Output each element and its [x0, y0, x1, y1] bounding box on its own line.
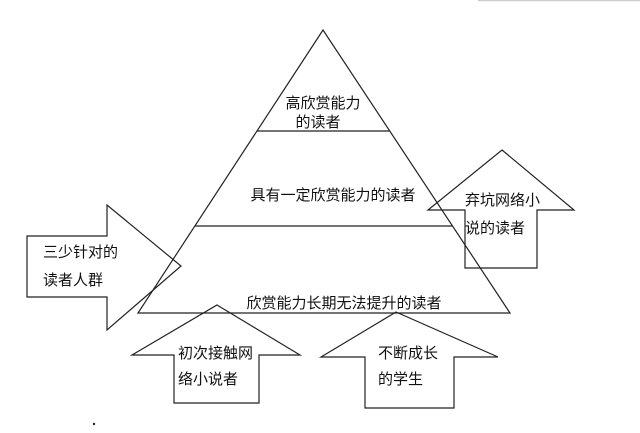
pyramid-bottom-label: 欣赏能力长期无法提升的读者 [246, 294, 441, 312]
pyramid-triangle [136, 28, 512, 314]
stray-dot [92, 422, 96, 426]
right-up-arrow [426, 149, 576, 269]
right-arrow-label-1: 弃坑网络小 [465, 191, 540, 209]
bottom-right-arrow-label-1: 不断成长 [378, 344, 438, 362]
right-arrow-label-2: 说的读者 [465, 219, 525, 237]
bottom-left-arrow-label-1: 初次接触网 [178, 344, 253, 362]
left-arrow-label-1: 三少针对的 [43, 243, 118, 261]
pyramid-middle-label: 具有一定欣赏能力的读者 [250, 186, 415, 204]
bottom-right-up-arrow [318, 311, 499, 409]
bottom-right-arrow-label-2: 的学生 [378, 370, 423, 388]
left-arrow-label-2: 读者人群 [43, 271, 103, 289]
bottom-left-arrow-label-2: 络小说者 [178, 370, 238, 388]
pyramid-top-label-1: 高欣赏能力 [285, 94, 360, 112]
left-arrow [26, 203, 182, 332]
pyramid-top-label-2: 的读者 [295, 113, 340, 131]
bottom-left-up-arrow [129, 304, 303, 404]
